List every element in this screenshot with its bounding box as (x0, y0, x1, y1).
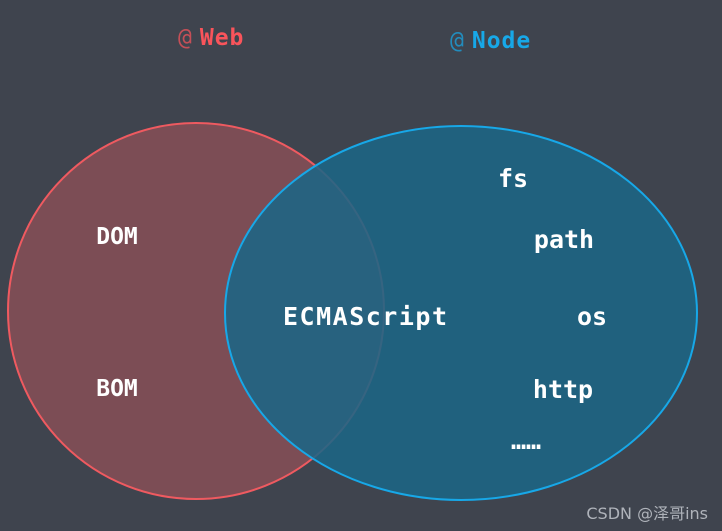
venn-item-http: http (532, 375, 594, 404)
caption-web: @Web (178, 25, 244, 51)
caption-node: @Node (450, 28, 531, 54)
venn-item-bom: BOM (96, 376, 138, 402)
venn-item-ellipsis: …… (510, 426, 542, 455)
venn-item-dom: DOM (96, 224, 138, 250)
watermark: CSDN @泽哥ins (586, 504, 708, 523)
venn-item-fs: fs (497, 164, 529, 193)
venn-item-path: path (533, 225, 595, 254)
venn-circle-node (224, 125, 698, 501)
at-symbol-icon: @ (450, 28, 465, 54)
caption-node-label: Node (471, 28, 532, 54)
venn-item-os: os (576, 302, 608, 331)
caption-web-label: Web (199, 25, 245, 51)
at-symbol-icon: @ (178, 25, 193, 51)
venn-item-ecmascript: ECMAScript (283, 302, 449, 331)
